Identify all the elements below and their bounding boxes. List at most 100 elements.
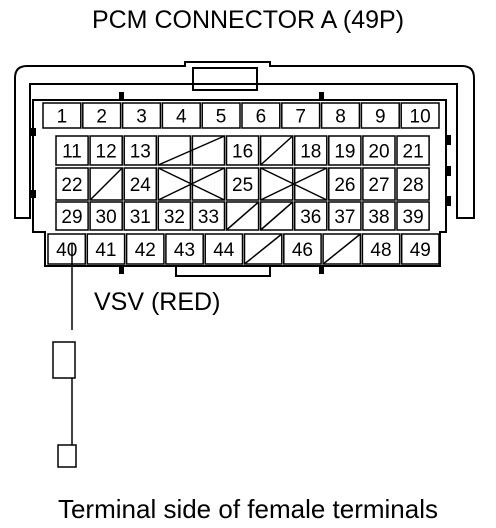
terminal-cell — [225, 135, 260, 166]
terminal-number: 20 — [368, 142, 389, 163]
blank-terminal-mark — [322, 233, 361, 265]
terminal-number: 2 — [96, 107, 107, 128]
terminal-number: 8 — [335, 107, 346, 128]
terminal-cell — [123, 135, 158, 166]
blank-terminal-mark — [260, 201, 294, 231]
footer-caption: Terminal side of female terminals — [58, 494, 438, 524]
terminal-cell — [161, 102, 201, 129]
terminal-cell — [55, 167, 89, 201]
terminal-cell — [259, 135, 294, 166]
terminal-cell — [191, 135, 226, 166]
terminal-cell — [259, 167, 294, 201]
terminal-cell — [322, 233, 362, 265]
terminal-cell — [293, 201, 328, 231]
terminal-number: 1 — [57, 107, 68, 128]
terminal-cell — [396, 135, 430, 166]
terminal-number: 13 — [130, 142, 151, 163]
terminal-cell — [47, 233, 87, 265]
terminal-cell — [241, 102, 281, 129]
blank-terminal-mark — [260, 135, 294, 166]
terminal-number: 6 — [256, 107, 267, 128]
terminal-number: 39 — [403, 207, 424, 228]
terminal-cell — [225, 167, 260, 201]
terminal-cell — [157, 167, 192, 201]
terminal-number: 5 — [216, 107, 227, 128]
terminal-number: 19 — [334, 142, 355, 163]
blank-terminal-mark — [244, 233, 283, 265]
terminal-cell — [165, 233, 204, 265]
terminal-number: 42 — [135, 240, 156, 261]
terminal-number: 31 — [130, 207, 151, 228]
terminal-number: 3 — [136, 107, 147, 128]
terminal-cell — [89, 135, 123, 166]
terminal-cell — [191, 167, 226, 201]
terminal-cell — [201, 102, 241, 129]
terminal-number: 4 — [176, 107, 187, 128]
terminal-number: 22 — [61, 175, 82, 196]
latch-tabs — [30, 92, 451, 274]
terminal-cell — [123, 201, 158, 231]
terminal-number: 16 — [232, 142, 253, 163]
terminal-cell — [362, 167, 396, 201]
terminal-cell — [362, 201, 396, 231]
terminal-cell — [328, 201, 362, 231]
connector-shell — [14, 61, 475, 219]
terminal-number: 12 — [96, 142, 117, 163]
terminal-number: 30 — [96, 207, 117, 228]
terminal-cell — [328, 135, 362, 166]
terminal-cell — [191, 201, 226, 231]
terminal-number: 33 — [198, 207, 219, 228]
terminal-cell — [320, 102, 361, 129]
blank-terminal-mark — [89, 167, 123, 201]
terminal-number: 37 — [334, 207, 355, 228]
terminal-cell — [259, 201, 294, 231]
terminal-number: 32 — [164, 207, 185, 228]
diagram-title: PCM CONNECTOR A (49P) — [92, 6, 404, 34]
terminal-cell — [42, 102, 82, 129]
terminal-cell — [89, 201, 123, 231]
terminal-number: 11 — [62, 142, 82, 163]
terminal-number: 29 — [61, 207, 82, 228]
terminal-cell — [293, 167, 328, 201]
terminal-cell — [86, 233, 126, 265]
terminal-number: 7 — [295, 107, 306, 128]
terminal-cell — [55, 135, 89, 166]
blank-terminal-mark — [260, 167, 328, 201]
terminal-number: 46 — [292, 240, 313, 261]
terminal-cell — [89, 167, 123, 201]
blank-terminal-mark — [157, 167, 225, 201]
terminal-cell — [121, 102, 162, 129]
probe-connector — [52, 341, 76, 379]
terminal-number: 9 — [375, 107, 386, 128]
terminal-cell — [400, 102, 440, 129]
terminal-number: 10 — [410, 107, 431, 128]
terminal-cell — [125, 233, 165, 265]
terminal-cell — [157, 201, 192, 231]
terminal-number: 40 — [56, 240, 77, 261]
terminal-number: 41 — [95, 240, 116, 261]
terminal-cell — [293, 135, 328, 166]
blank-terminal-mark — [226, 201, 260, 231]
terminal-number: 48 — [370, 240, 391, 261]
terminal-cell — [281, 102, 321, 129]
terminal-number: 27 — [368, 175, 389, 196]
terminal-number: 18 — [300, 142, 321, 163]
terminal-cell — [243, 233, 283, 265]
probe-label: VSV (RED) — [94, 288, 220, 316]
blank-terminal-mark — [157, 135, 225, 166]
terminal-number: 28 — [403, 175, 424, 196]
terminal-cell — [82, 102, 122, 129]
probe-lead — [52, 244, 77, 468]
terminal-cell — [396, 201, 430, 231]
terminal-cell — [204, 233, 244, 265]
terminal-cell — [283, 233, 322, 265]
terminal-number: 43 — [174, 240, 195, 261]
terminal-cell — [328, 167, 362, 201]
terminal-cell — [396, 167, 430, 201]
terminal-number: 21 — [403, 142, 424, 163]
terminal-number: 24 — [130, 175, 152, 196]
probe-pin — [57, 444, 77, 468]
terminal-number: 49 — [410, 240, 431, 261]
